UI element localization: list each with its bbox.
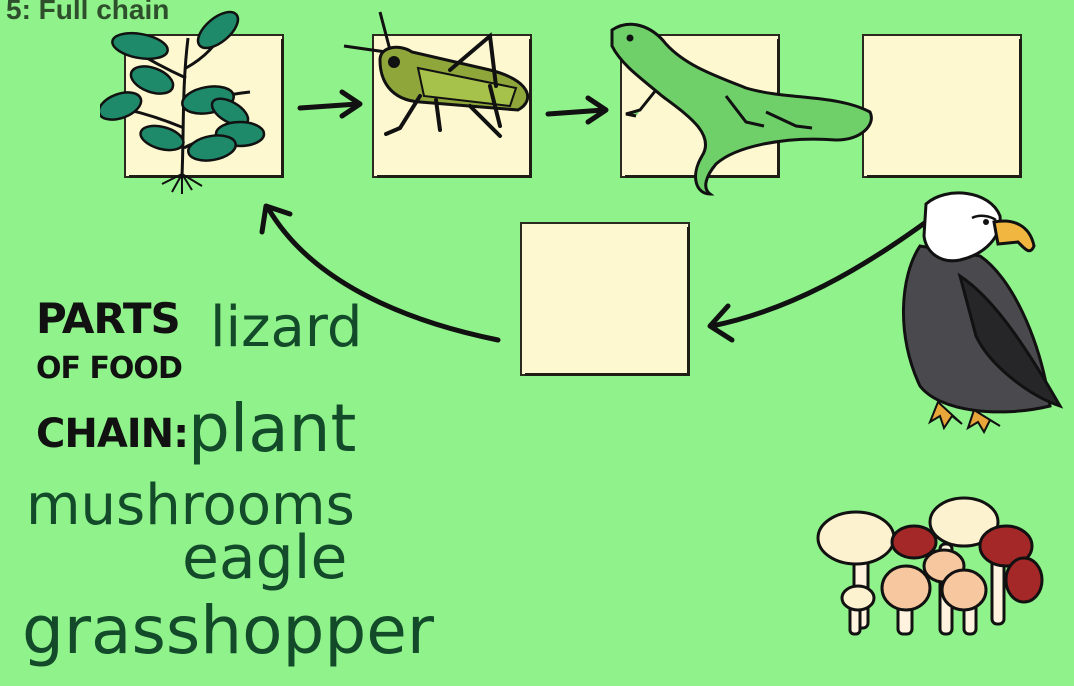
arrow-grasshopper-to-lizard-icon [548, 98, 606, 122]
heading-line-3: CHAIN: [36, 414, 188, 454]
word-card-lizard[interactable]: lizard [210, 300, 362, 356]
heading-line-1: PARTS [36, 298, 180, 340]
grasshopper-icon[interactable] [340, 10, 540, 140]
eagle-icon[interactable] [890, 186, 1070, 436]
plant-icon[interactable] [100, 8, 280, 198]
chain-slot-5[interactable] [520, 222, 690, 376]
heading-line-2: OF FOOD [36, 354, 182, 384]
word-card-plant[interactable]: plant [188, 396, 356, 462]
word-card-grasshopper[interactable]: grasshopper [22, 598, 434, 664]
lizard-icon[interactable] [606, 16, 886, 196]
chain-slot-4[interactable] [862, 34, 1022, 178]
word-card-eagle[interactable]: eagle [182, 528, 347, 588]
mushrooms-icon[interactable] [814, 494, 1054, 654]
